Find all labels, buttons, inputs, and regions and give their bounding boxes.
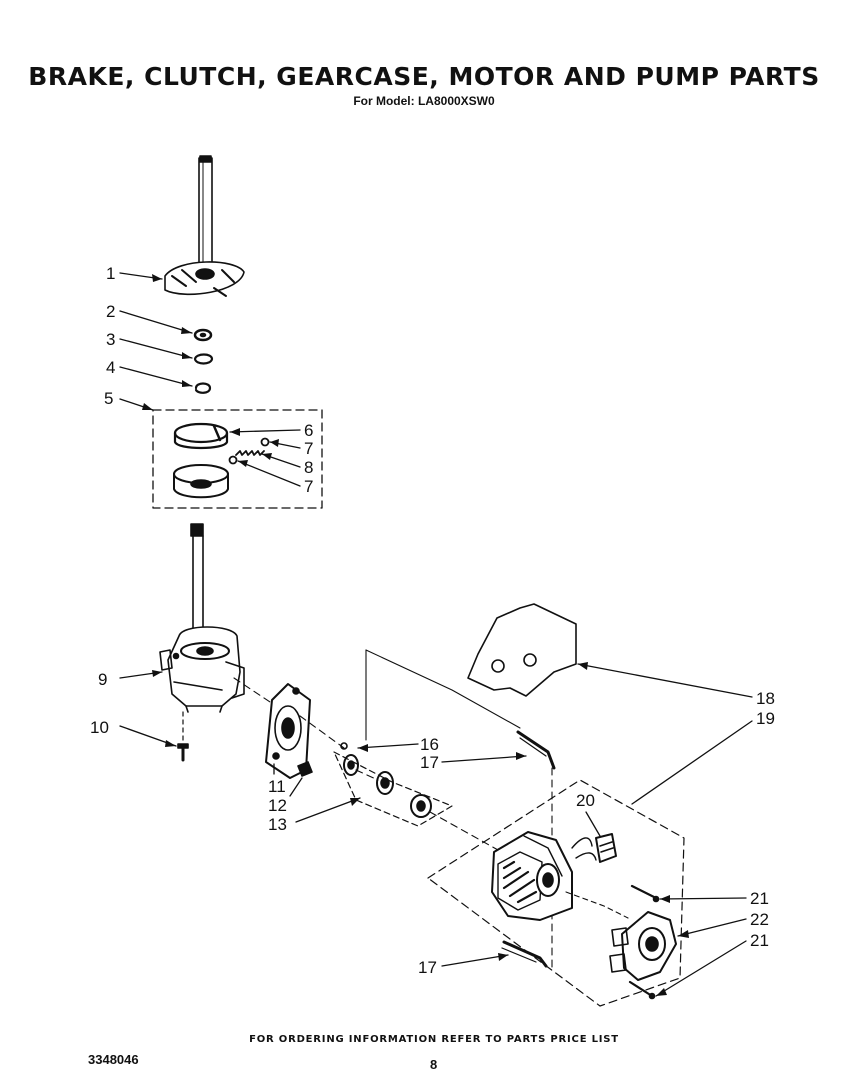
callout-8: 8 (304, 458, 313, 477)
callout-13: 13 (268, 815, 287, 834)
part-20-connector (595, 833, 617, 863)
callout-22: 22 (750, 910, 769, 929)
page-title: BRAKE, CLUTCH, GEARCASE, MOTOR AND PUMP … (28, 62, 820, 91)
callout-5: 5 (104, 389, 113, 408)
part-1-spin-shaft-cam (164, 155, 245, 297)
callout-19: 19 (756, 709, 775, 728)
callout-12: 12 (268, 796, 287, 815)
callout-11: 11 (268, 777, 286, 796)
part-4-retaining-ring (194, 382, 212, 394)
part-10-bolt (177, 711, 189, 762)
callout-21-lower: 21 (750, 931, 769, 950)
part-7-retainer-upper (260, 437, 270, 447)
part-2-washer (193, 328, 213, 342)
callout-17-lower: 17 (418, 958, 437, 977)
part-7-retainer-lower (228, 455, 238, 465)
part-21-screw-upper (630, 884, 660, 903)
part-8-spring (235, 450, 265, 456)
callout-4: 4 (106, 358, 115, 377)
part-13-coupler-group (333, 751, 453, 827)
callout-18: 18 (756, 689, 775, 708)
callout-21-upper: 21 (750, 889, 769, 908)
callout-20: 20 (576, 791, 595, 810)
callout-3: 3 (106, 330, 115, 349)
page-number: 8 (430, 1057, 438, 1072)
part-22-pump (609, 911, 677, 981)
part-5-brake-assembly (152, 409, 323, 509)
leader-arrowheads (142, 274, 689, 996)
callout-7-upper: 7 (304, 439, 313, 458)
part-9-gearcase (159, 523, 245, 713)
ordering-note: FOR ORDERING INFORMATION REFER TO PARTS … (249, 1034, 619, 1045)
callout-10: 10 (90, 718, 109, 737)
document-number: 3348046 (88, 1052, 139, 1067)
part-6-brake-band (173, 422, 229, 450)
callout-9: 9 (98, 670, 107, 689)
callout-6: 6 (304, 421, 313, 440)
callout-2: 2 (106, 302, 115, 321)
part-17-clip-upper (365, 649, 556, 770)
callout-1: 1 (106, 264, 115, 283)
callout-7-lower: 7 (304, 477, 313, 496)
callout-16: 16 (420, 735, 439, 754)
model-subtitle: For Model: LA8000XSW0 (353, 94, 495, 108)
part-12-plug (297, 761, 313, 777)
part-16-coupling (340, 742, 359, 776)
part-18-insulator (467, 603, 577, 697)
part-3-ring (193, 353, 214, 365)
brake-drum (173, 464, 229, 499)
part-17-clip-lower (501, 940, 548, 968)
part-19-motor-assembly (427, 779, 685, 1007)
callout-17-upper: 17 (420, 753, 439, 772)
part-21-screw-lower (628, 980, 656, 1000)
